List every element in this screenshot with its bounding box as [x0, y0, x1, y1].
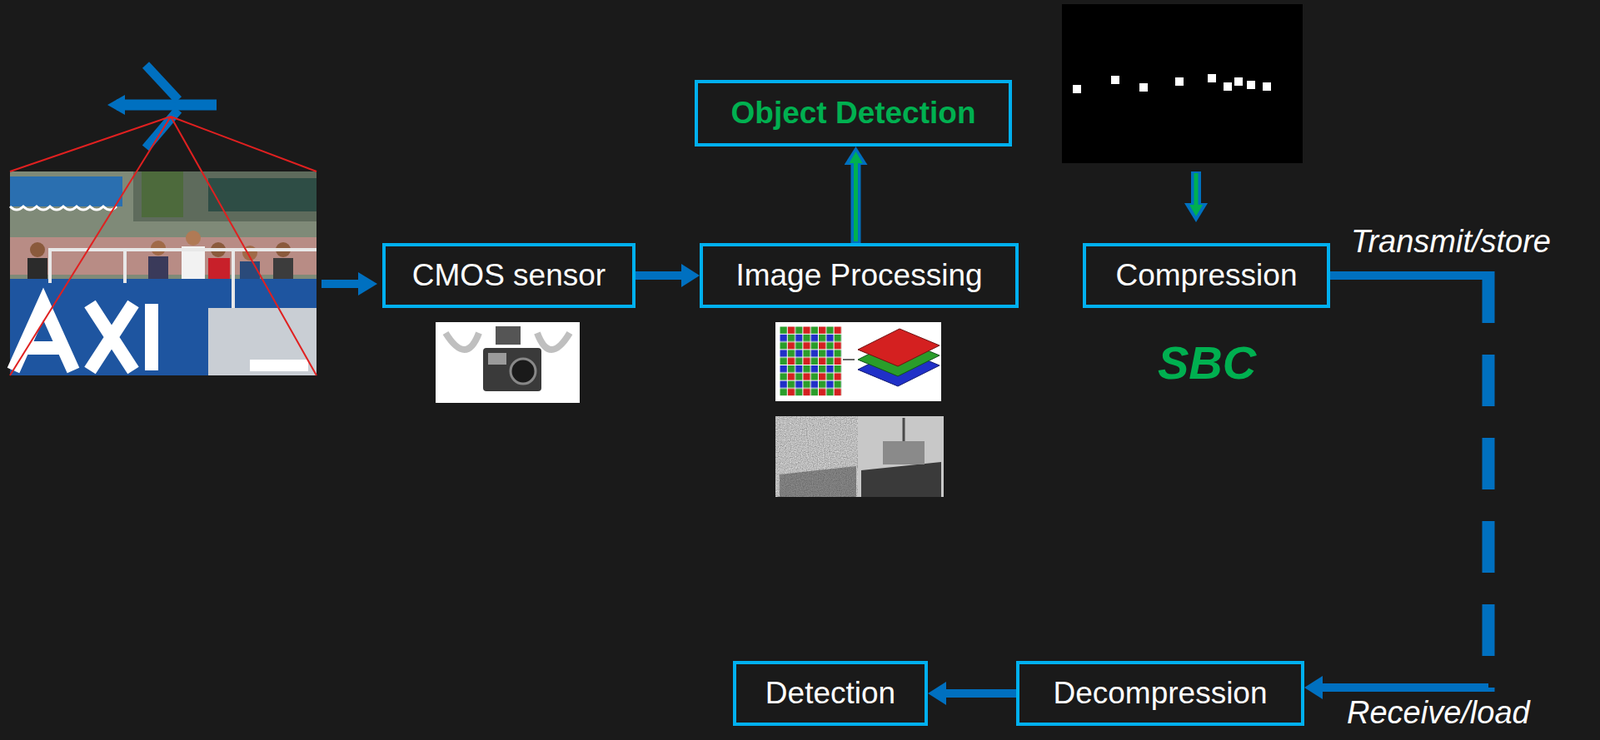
mask-dot [1246, 80, 1256, 90]
view-line [9, 116, 171, 376]
clean-boat-cabin [882, 441, 925, 465]
photo-windows [208, 178, 317, 212]
process-box: Compression [1082, 243, 1331, 309]
mask-arrow-head [1189, 204, 1203, 217]
process-box: CMOS sensor [382, 243, 636, 309]
photo-plate [249, 359, 309, 372]
mask-dot [1207, 74, 1217, 83]
connector-line [635, 271, 682, 280]
channel-label: Receive/load [1346, 696, 1531, 732]
photo-tree [141, 171, 184, 218]
flow-connector [855, 163, 857, 244]
connector-line [1322, 683, 1489, 693]
photo-awning [9, 176, 123, 207]
flow-connector [1322, 271, 1489, 693]
red-layer [857, 328, 940, 367]
camera-lens [510, 358, 536, 384]
bayer-photo [775, 322, 942, 402]
flow-arrow [321, 279, 360, 289]
view-line [170, 116, 317, 172]
photo-person [148, 256, 169, 282]
photo-railing [123, 249, 127, 284]
mask-dot [1072, 84, 1082, 94]
flow-connector [635, 275, 682, 277]
clean-boat-hull [861, 462, 942, 498]
photo-deck [208, 308, 317, 376]
mask-dot [1175, 77, 1184, 86]
clean-photo [857, 416, 944, 498]
mask-dot [1223, 82, 1232, 91]
mask-dot [1139, 83, 1148, 92]
noisy-photo [775, 416, 858, 498]
box-label: Image Processing [735, 258, 982, 295]
gimbal [495, 326, 521, 345]
bayer-arrow [842, 358, 855, 361]
box-label: Detection [765, 676, 896, 713]
channel-label: Transmit/store [1350, 224, 1551, 260]
drone-body [116, 99, 217, 111]
clean-boat-mast [902, 418, 906, 442]
flow-arrow-head [358, 272, 378, 296]
camera-photo [435, 322, 580, 404]
connector-line [1330, 271, 1489, 280]
noisy-boat [779, 466, 857, 498]
mask-dot [1234, 77, 1243, 86]
connector-line [853, 163, 858, 242]
connector-line [1482, 271, 1496, 693]
box-label: CMOS sensor [412, 258, 606, 295]
view-line [170, 116, 317, 376]
camera-screen [488, 353, 507, 365]
photo-awning-edge [9, 206, 117, 210]
photo-railing [49, 249, 317, 284]
process-box: Detection [732, 661, 928, 727]
mask-arrow-head-outline [1184, 203, 1208, 223]
process-box: Image Processing [699, 243, 1019, 309]
flow-connector [946, 693, 1017, 695]
photo-person [185, 230, 201, 246]
mask-dot [1111, 75, 1120, 85]
box-label: Decompression [1052, 676, 1267, 713]
connector-line [946, 689, 1017, 698]
process-box: Object Detection [694, 79, 1012, 147]
box-label: Compression [1116, 258, 1298, 295]
view-line [9, 116, 171, 172]
photo-person [29, 242, 45, 258]
photo-ground [9, 171, 317, 376]
method-name: SBC [1157, 337, 1257, 389]
mask-dot [1262, 82, 1272, 91]
photo-railing [231, 249, 235, 309]
bayer-grid [779, 326, 842, 397]
mask-arrow [1194, 173, 1199, 207]
detection-mask [1061, 4, 1303, 164]
drone-wing [145, 109, 179, 149]
drone-wing [145, 64, 179, 100]
process-box: Decompression [1016, 661, 1305, 727]
camera-body [483, 348, 542, 392]
box-label: Object Detection [731, 95, 977, 132]
